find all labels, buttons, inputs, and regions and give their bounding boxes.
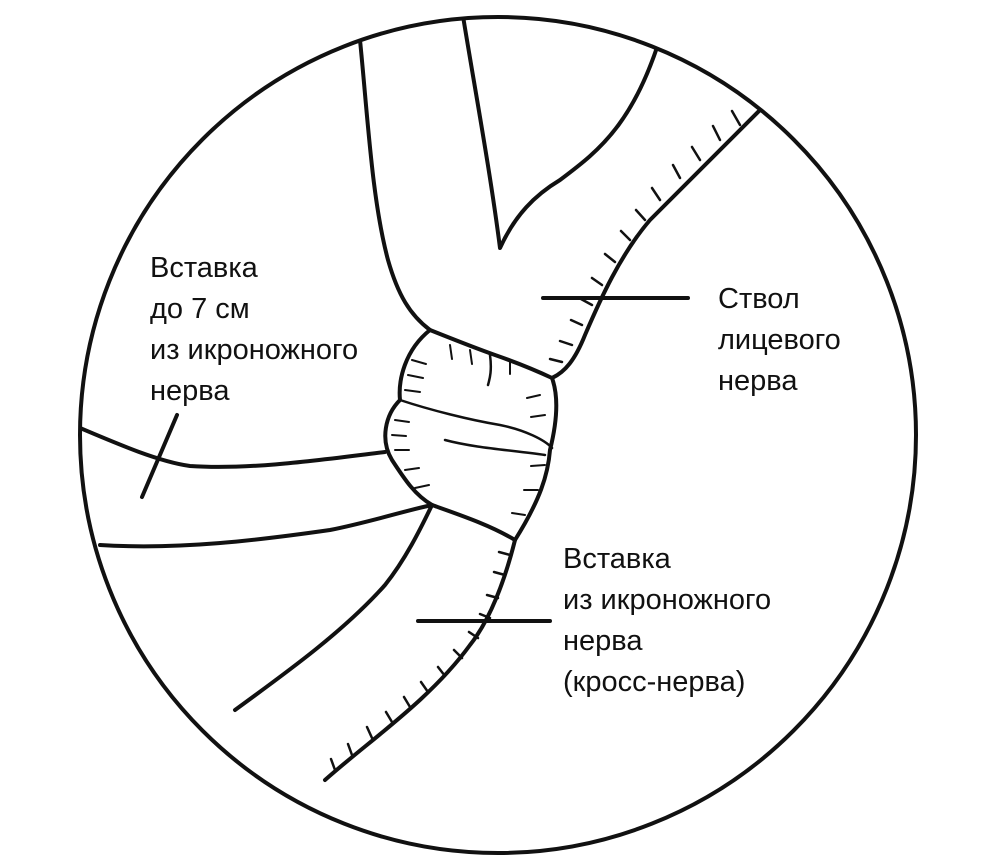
label-line: нерва xyxy=(150,375,230,407)
label-line: лицевого xyxy=(718,324,841,356)
field-of-view-circle xyxy=(78,15,918,855)
label-line: Вставка xyxy=(150,252,258,284)
label-line: Вставка xyxy=(563,543,671,575)
label-graft-7cm: Вставка до 7 см из икроножного нерва xyxy=(150,248,358,412)
anastomosis-bulb xyxy=(383,328,559,542)
label-line: нерва xyxy=(718,365,798,397)
leader-line-graft-7cm xyxy=(140,413,179,499)
graft-left xyxy=(80,426,434,549)
label-line: (кросс-нерва) xyxy=(563,666,746,698)
label-line: до 7 см xyxy=(150,293,250,325)
label-line: из икроножного xyxy=(150,334,359,366)
label-cross-graft: Вставка из икроножного нерва (кросс-нерв… xyxy=(563,539,771,703)
facial-nerve-trunk xyxy=(358,17,772,380)
label-line: из икроножного xyxy=(563,584,772,616)
label-line: нерва xyxy=(563,625,643,657)
leader-lines xyxy=(140,296,690,623)
graft-bottom xyxy=(233,503,517,782)
label-facial-trunk: Ствол лицевого нерва xyxy=(718,279,841,402)
label-line: Ствол xyxy=(718,283,800,315)
